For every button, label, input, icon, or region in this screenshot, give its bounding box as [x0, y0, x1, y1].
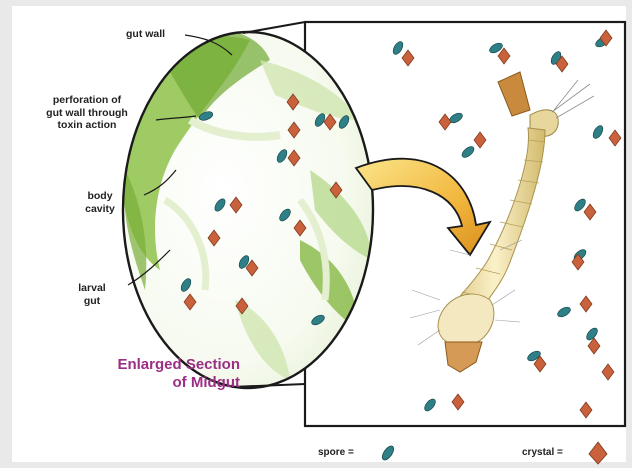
label-larval-gut-line1: larval — [62, 282, 122, 295]
caption-line2: of Midgut — [90, 374, 240, 392]
legend-crystal-label: crystal = — [522, 447, 563, 458]
label-larval-gut-line2: gut — [62, 295, 122, 308]
label-perforation-line2: gut wall through — [22, 107, 152, 120]
label-body-cavity-line2: cavity — [70, 203, 130, 216]
label-perforation-line1: perforation of — [22, 94, 152, 107]
label-body-cavity-line1: body — [70, 190, 130, 203]
label-perforation-line3: toxin action — [22, 119, 152, 132]
label-gut-wall: gut wall — [126, 28, 165, 41]
legend-spore-label: spore = — [318, 447, 354, 458]
caption: Enlarged Section of Midgut — [90, 356, 240, 392]
label-perforation: perforation of gut wall through toxin ac… — [22, 94, 152, 132]
label-larval-gut: larval gut — [62, 282, 122, 307]
caption-line1: Enlarged Section — [90, 356, 240, 374]
label-body-cavity: body cavity — [70, 190, 130, 215]
